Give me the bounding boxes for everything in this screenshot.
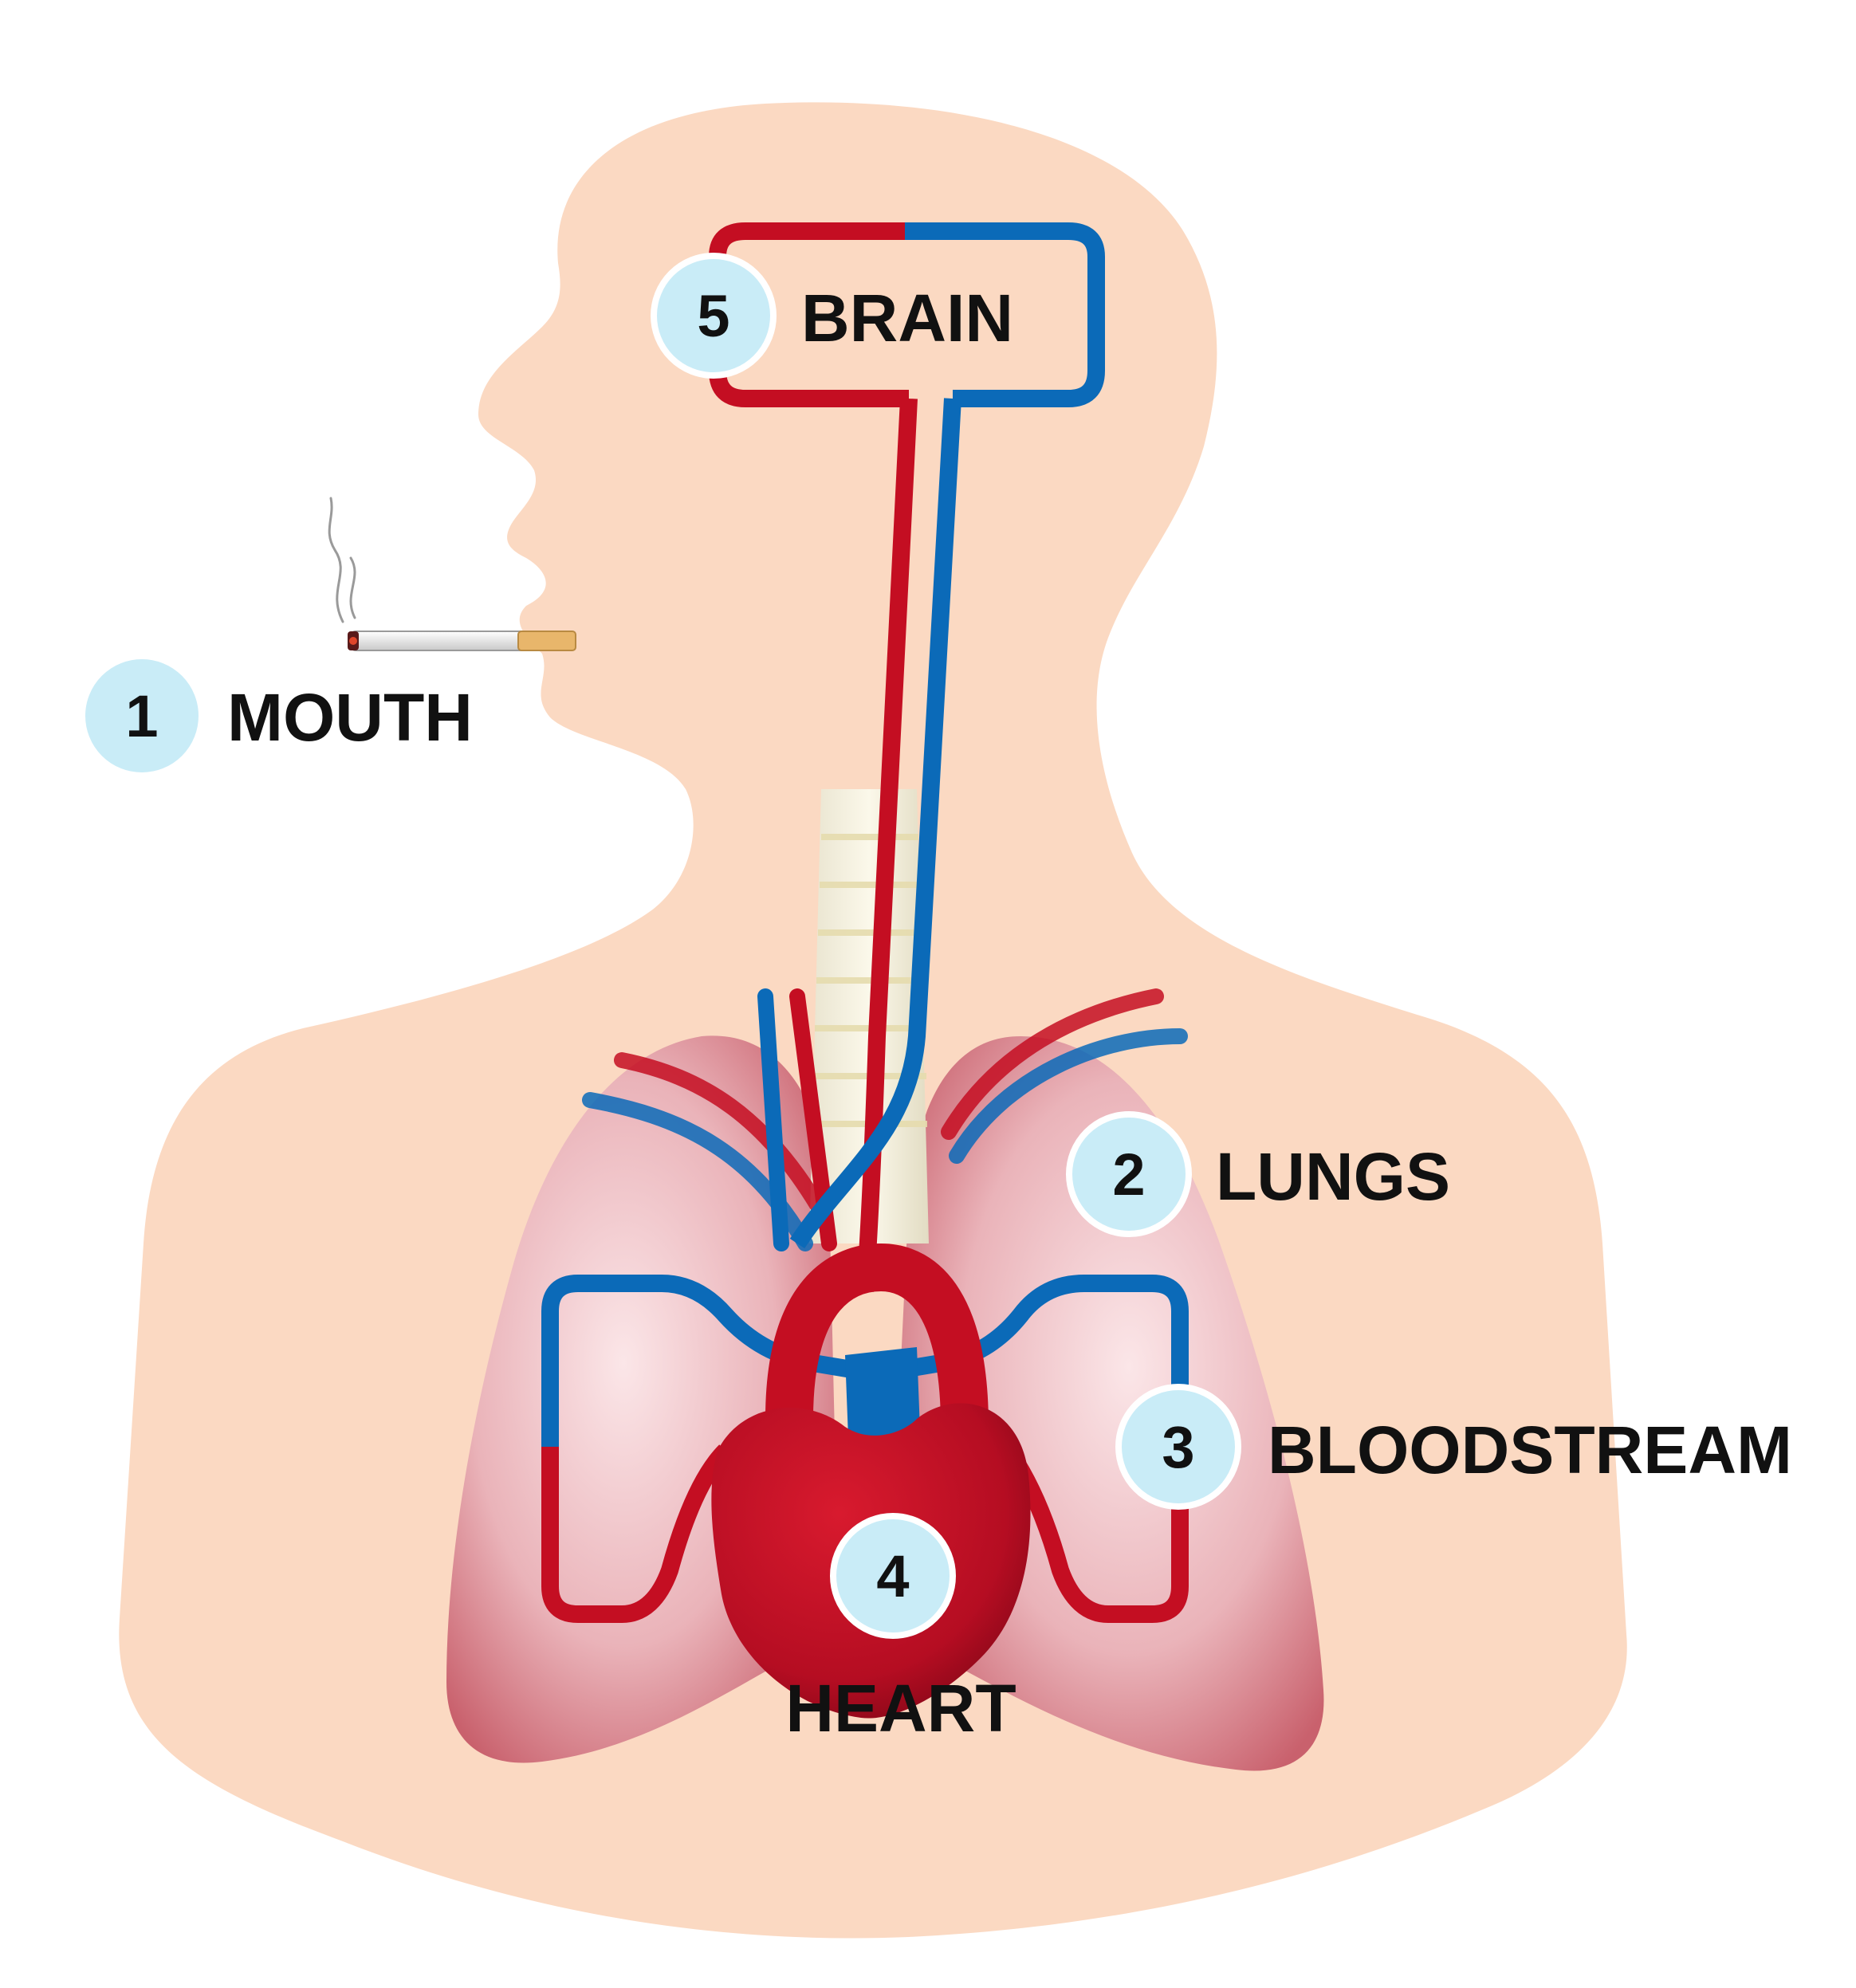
step-label: MOUTH bbox=[227, 680, 473, 755]
step-badge bbox=[830, 1513, 956, 1639]
step-label: HEART bbox=[785, 1671, 1016, 1746]
brain-loop-vein bbox=[905, 222, 1105, 407]
cigarette-icon bbox=[348, 631, 576, 651]
left-pulmonary-loop-red bbox=[541, 1444, 732, 1623]
step-5-brain: 5 BRAIN bbox=[651, 253, 1013, 379]
step-4-heart: 4 HEART bbox=[785, 1513, 1016, 1746]
step-badge bbox=[651, 253, 777, 379]
step-label: BLOODSTREAM bbox=[1268, 1412, 1792, 1487]
step-number: 4 bbox=[876, 1543, 909, 1609]
step-label: BRAIN bbox=[801, 281, 1013, 356]
step-number: 1 bbox=[125, 683, 158, 749]
step-badge bbox=[1115, 1384, 1241, 1510]
step-number: 2 bbox=[1112, 1141, 1145, 1208]
shoulder-vessels bbox=[582, 988, 1188, 1251]
step-label: LUNGS bbox=[1216, 1139, 1450, 1214]
step-2-lungs: 2 LUNGS bbox=[1066, 1111, 1450, 1237]
step-1-mouth: 1 MOUTH bbox=[79, 653, 473, 779]
step-3-bloodstream: 3 BLOODSTREAM bbox=[1115, 1384, 1792, 1510]
jugular-vein bbox=[789, 398, 961, 1249]
smoke-icon bbox=[328, 497, 356, 623]
step-number: 3 bbox=[1162, 1414, 1194, 1480]
step-number: 5 bbox=[697, 283, 729, 349]
step-badge bbox=[79, 653, 205, 779]
step-badge bbox=[1066, 1111, 1192, 1237]
